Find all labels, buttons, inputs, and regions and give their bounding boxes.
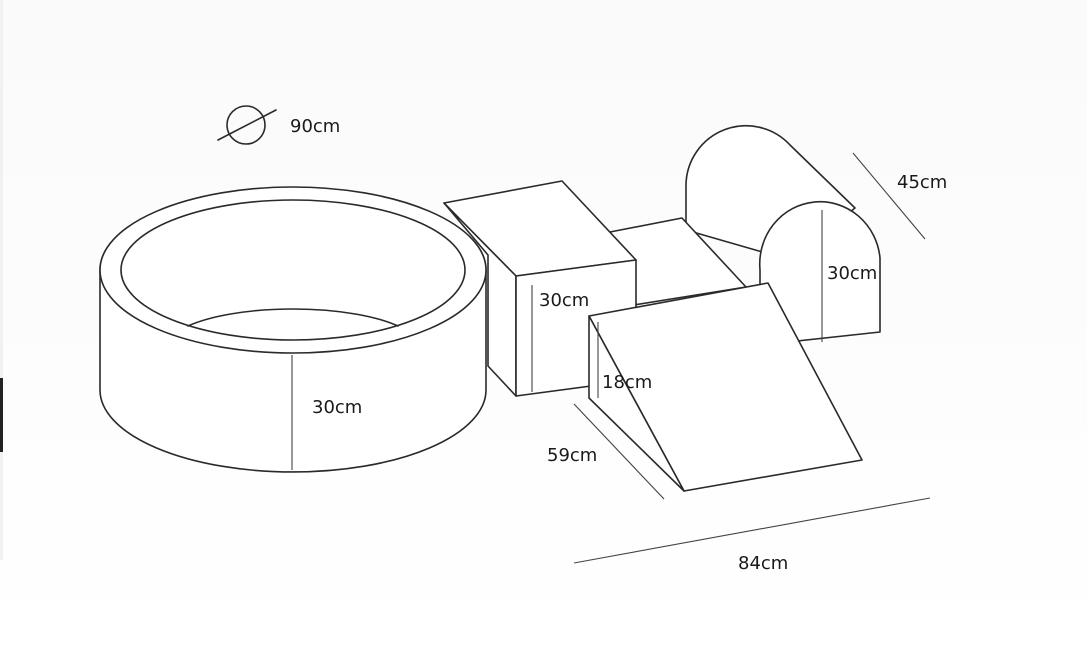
ball-pit-diameter-label: 90cm: [290, 116, 340, 137]
arch-height-label: 30cm: [827, 263, 877, 284]
cube-height-label: 30cm: [539, 290, 589, 311]
left-edge-strip: [0, 0, 3, 560]
arch-depth-dimension-line: [852, 152, 926, 240]
ball-pit-shape: [99, 186, 487, 473]
overall-width-dimension-line: [573, 497, 931, 564]
ramp-depth-dimension-line: [573, 403, 665, 500]
left-edge-marker: [0, 378, 3, 452]
arch-depth-label: 45cm: [897, 172, 947, 193]
diameter-icon: [217, 105, 277, 145]
ball-pit-height-label: 30cm: [312, 397, 362, 418]
ramp-shape: [588, 282, 863, 492]
ramp-height-label: 18cm: [602, 372, 652, 393]
overall-width-label: 84cm: [738, 553, 788, 574]
arch-tunnel-shape: [685, 124, 881, 346]
ramp-depth-label: 59cm: [547, 445, 597, 466]
